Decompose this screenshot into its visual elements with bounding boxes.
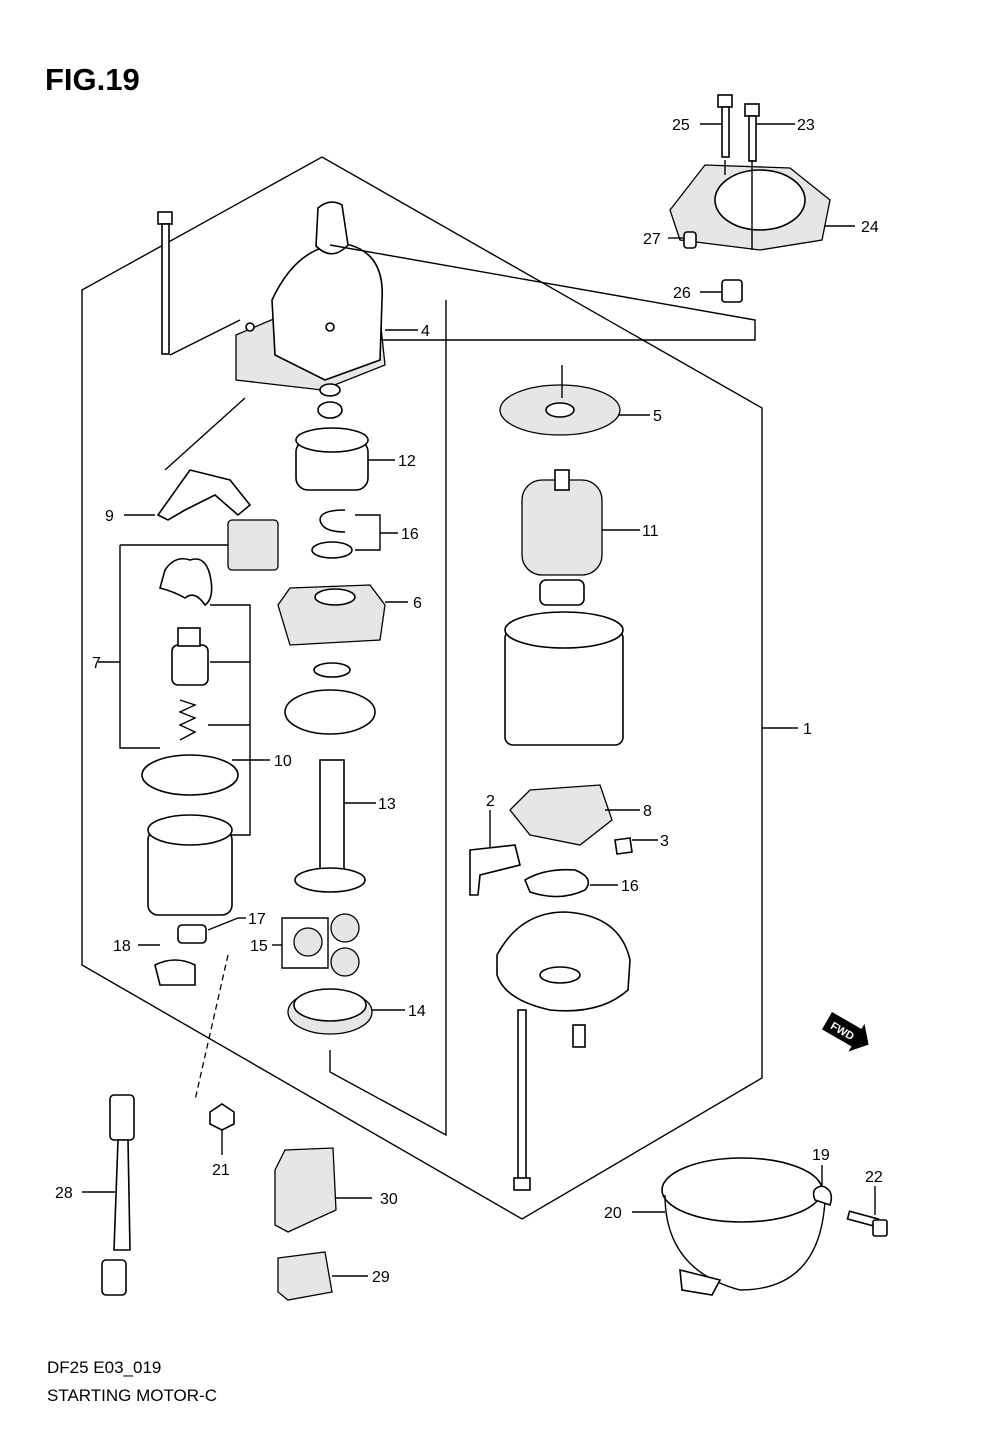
small-relay-part (277, 1251, 333, 1301)
housing-bolt-part (157, 211, 173, 355)
callout-10: 10 (274, 753, 292, 770)
figure-code: DF25 E03_019 (47, 1358, 162, 1377)
gear-cover-part (277, 584, 386, 646)
callout-6: 6 (413, 595, 422, 612)
callout-20: 20 (604, 1205, 622, 1222)
callout-21: 21 (212, 1162, 230, 1179)
lock-plate-part (523, 868, 590, 898)
yoke-part (504, 611, 624, 746)
planet-gears-part (293, 913, 360, 977)
figure-title: FIG.19 (45, 62, 140, 97)
plunger-bracket-part (227, 519, 279, 571)
callout-2: 2 (486, 793, 495, 810)
callout-4: 4 (421, 323, 430, 340)
callout-23: 23 (797, 117, 815, 134)
figure-name: STARTING MOTOR-C (47, 1386, 217, 1405)
callout-5: 5 (653, 408, 662, 425)
pinion-part (295, 383, 369, 491)
band-bolt-part (846, 1210, 888, 1237)
clip-part (319, 509, 346, 533)
spring-part (159, 557, 213, 607)
assembly-outline (81, 156, 763, 1220)
callout-17: 17 (248, 911, 266, 928)
terminal-nut-part (209, 1103, 235, 1131)
callout-22: 22 (865, 1169, 883, 1186)
nut-part (614, 837, 633, 855)
callout-18: 18 (113, 938, 131, 955)
end-bracket-part (496, 911, 631, 1012)
callout-27: 27 (643, 231, 661, 248)
callout-24: 24 (861, 219, 879, 236)
mount-bolt-part (717, 94, 760, 162)
inner-outline (329, 300, 447, 1137)
relay-part (274, 1147, 337, 1233)
solenoid-part (147, 814, 233, 916)
cable-clip-part (154, 959, 196, 986)
callout-1: 1 (803, 721, 812, 738)
mount-bracket-part (669, 164, 831, 251)
callout-15: 15 (250, 938, 268, 955)
callout-30: 30 (380, 1191, 398, 1208)
gasket-part (284, 689, 376, 735)
callout-3: 3 (660, 833, 669, 850)
plate-part (499, 384, 621, 436)
brush-holder-part (509, 784, 613, 846)
callout-25: 25 (672, 117, 690, 134)
coil-spring-part (178, 699, 197, 741)
flange-part (141, 754, 239, 796)
callout-16-lower: 16 (621, 878, 639, 895)
terminal-ring-part (812, 1185, 833, 1207)
callout-7: 7 (92, 655, 101, 672)
starter-lead-part (101, 1094, 135, 1296)
callout-8: 8 (643, 803, 652, 820)
dowel-pin-part (683, 231, 697, 249)
armature-part (521, 469, 603, 606)
internal-gear-part (287, 988, 373, 1035)
callout-13: 13 (378, 796, 396, 813)
end-bolt-part (572, 1024, 586, 1048)
bushing-part (721, 279, 743, 303)
callout-16-upper: 16 (401, 526, 419, 543)
washer-part (311, 541, 353, 559)
callout-12: 12 (398, 453, 416, 470)
shift-lever-part (156, 469, 252, 521)
drive-housing-part (235, 201, 386, 391)
callout-9: 9 (105, 508, 114, 525)
drive-shaft-part (294, 759, 366, 893)
callout-19: 19 (812, 1147, 830, 1164)
lead-wire-part (469, 844, 521, 896)
fwd-arrow-badge: FWD (822, 1012, 869, 1052)
callout-11: 11 (642, 523, 659, 540)
callout-26: 26 (673, 285, 691, 302)
through-bolt-part (517, 1009, 527, 1181)
callout-29: 29 (372, 1269, 390, 1286)
callout-28: 28 (55, 1185, 73, 1202)
callout-14: 14 (408, 1003, 426, 1020)
mount-band-part (661, 1157, 826, 1296)
